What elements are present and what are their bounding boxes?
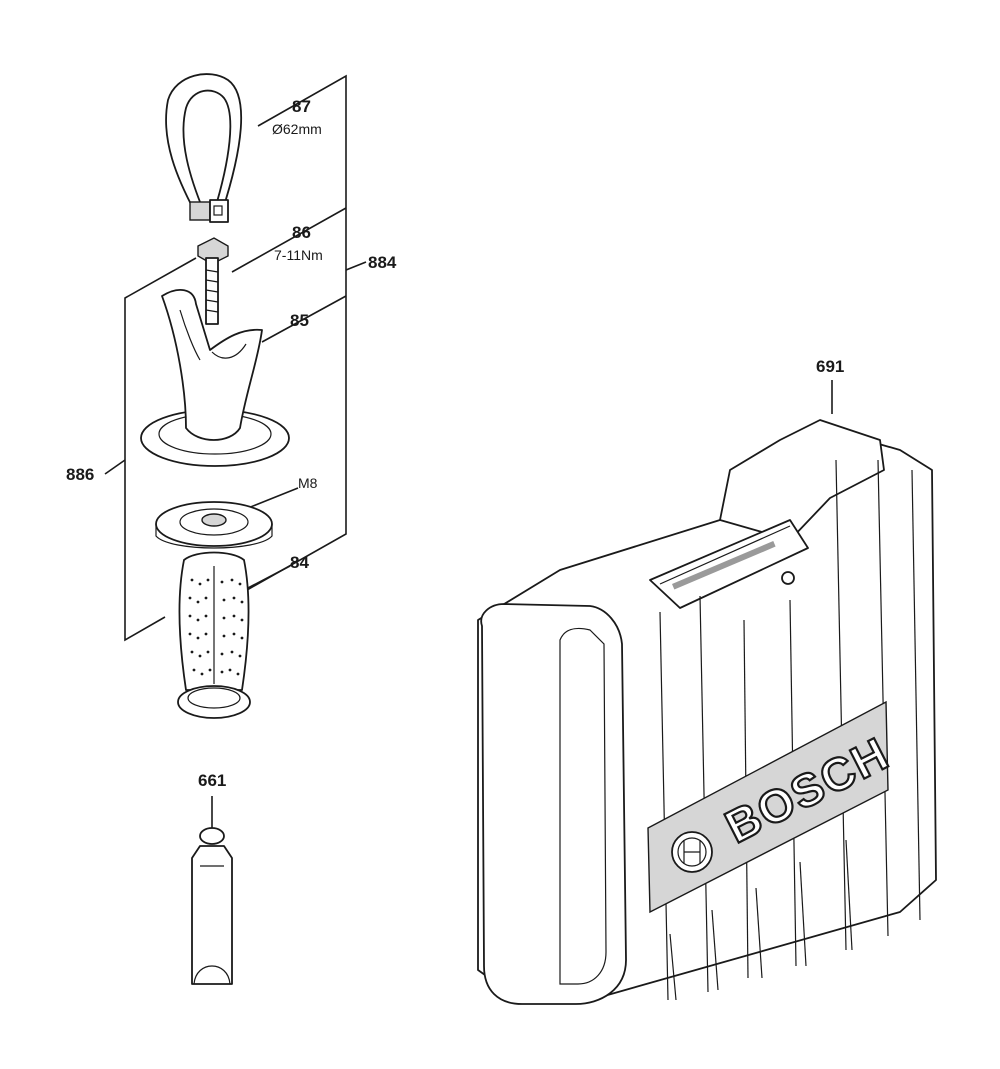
label-85: 85: [290, 311, 309, 330]
label-87-spec: Ø62mm: [272, 121, 322, 137]
leader-85: [261, 295, 347, 343]
bolt-86: [197, 237, 229, 325]
label-691: 691: [816, 357, 844, 376]
handle-head-85: [140, 289, 290, 467]
grease-tube-661: [191, 796, 233, 985]
carrying-case-691: BOSCH: [477, 380, 937, 1005]
label-87: 87: [292, 97, 311, 116]
label-884: 884: [368, 253, 397, 272]
leader-84: [247, 565, 291, 589]
handle-grip-texture: [672, 541, 776, 590]
label-m8: M8: [298, 475, 318, 491]
label-86: 86: [292, 223, 311, 242]
leader-86: [231, 207, 347, 273]
label-886: 886: [66, 465, 94, 484]
bracket-886: [104, 257, 197, 642]
bracket-884: [239, 74, 367, 595]
washer-m8: [155, 501, 273, 549]
grip-texture: [188, 578, 244, 676]
label-661: 661: [198, 771, 226, 790]
label-84: 84: [290, 553, 309, 572]
strap-clip: [189, 201, 211, 221]
grip-84: [177, 551, 251, 719]
strap-87: [165, 73, 242, 223]
label-86-spec: 7-11Nm: [274, 247, 323, 263]
